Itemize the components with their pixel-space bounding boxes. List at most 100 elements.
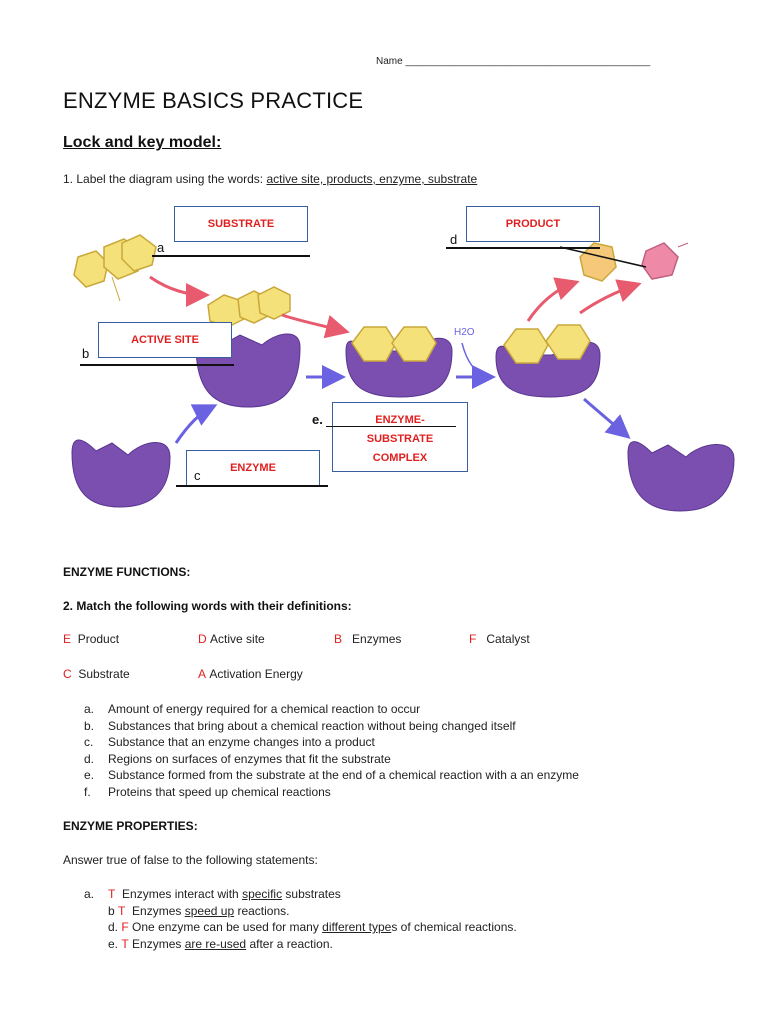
statement-post: reactions. — [234, 903, 290, 918]
lock-and-key-diagram: H2O — [71, 234, 735, 512]
statement-pre: Enzymes — [132, 936, 185, 951]
statement-answer[interactable]: T — [121, 936, 129, 951]
statement-pre: Enzymes — [132, 903, 185, 918]
statement-item: d. F One enzyme can be used for many dif… — [84, 919, 517, 936]
definition-item: f. Proteins that speed up chemical reacti… — [84, 784, 579, 801]
definition-item: e.Substance formed from the substrate at… — [84, 767, 579, 784]
statement-answer[interactable]: F — [121, 920, 129, 934]
section-subtitle: Lock and key model: — [63, 134, 222, 151]
statement-key: e. — [108, 936, 119, 951]
label-letter-c: c — [194, 468, 201, 483]
arrow-product-1 — [526, 277, 580, 322]
statement-post: substrates — [282, 887, 341, 901]
definition-key: d. — [84, 751, 95, 766]
statement-underlined: speed up — [184, 903, 235, 918]
properties-heading: ENZYME PROPERTIES: — [63, 819, 198, 833]
definition-key: b. — [84, 718, 95, 733]
label-letter-e: e. — [312, 412, 323, 427]
statement-item: e. T Enzymes are re-used after a reactio… — [84, 936, 517, 953]
properties-instruction: Answer true of false to the following st… — [63, 853, 318, 867]
statement-post: s of chemical reactions. — [391, 920, 517, 934]
definition-text: Substance that an enzyme changes into a … — [108, 735, 375, 749]
arrow-water — [461, 342, 490, 380]
substrate-molecule-approaching — [207, 286, 291, 328]
statement-answer[interactable]: T — [118, 903, 126, 918]
substrate-molecule-free — [73, 234, 157, 302]
enzyme-free-right — [627, 441, 735, 512]
statement-underlined: specific — [242, 887, 283, 901]
statement-key: a. — [84, 887, 95, 901]
question-2: 2. Match the following words with their … — [63, 599, 352, 613]
label-box-active-site[interactable]: ACTIVE SITE — [98, 322, 232, 358]
label-letter-b: b — [82, 346, 90, 361]
match-item-4: C Substrate — [63, 667, 130, 681]
statement-pre: One enzyme can be used for many — [132, 920, 323, 934]
definition-key: e. — [84, 768, 95, 782]
statement-key: d. — [108, 920, 119, 934]
statements-list: a. T Enzymes interact with specific subst… — [84, 886, 517, 952]
statement-post: after a reaction. — [246, 936, 333, 951]
products-forming-shape — [495, 324, 601, 398]
definition-text: Proteins that speed up chemical reaction… — [108, 784, 331, 799]
definition-item: a. Amount of energy required for a chemic… — [84, 701, 579, 718]
match-answer[interactable]: F — [469, 632, 477, 646]
definition-item: b.Substances that bring about a chemical… — [84, 718, 579, 735]
blank-line-c — [176, 485, 328, 487]
match-answer[interactable]: E — [63, 632, 72, 646]
water-label: H2O — [454, 327, 475, 338]
page-title: ENZYME BASICS PRACTICE — [63, 88, 364, 113]
arrow-substrate-to-enzyme — [149, 275, 210, 307]
definition-text: Amount of energy required for a chemical… — [108, 702, 421, 716]
label-box-product[interactable]: PRODUCT — [466, 206, 600, 242]
match-word: Substrate — [78, 667, 130, 681]
match-word: Enzymes — [352, 632, 402, 646]
definition-item: c. Substance that an enzyme changes into … — [84, 734, 579, 751]
blank-line-b — [80, 364, 234, 366]
label-box-enzyme[interactable]: ENZYME — [186, 450, 320, 486]
statement-key: b — [108, 903, 115, 918]
statement-item: b T Enzymes speed up reactions. — [84, 903, 517, 920]
product-molecules — [579, 242, 689, 282]
question-1-words: active site, products, enzyme, substrate — [266, 172, 478, 186]
product-label-pointer — [559, 246, 647, 268]
arrow-free-enzyme-up — [174, 404, 218, 444]
name-field[interactable]: Name ___________________________________… — [376, 56, 651, 67]
match-item-1: D Active site — [198, 632, 265, 646]
arrow-release-enzyme — [583, 397, 631, 439]
question-1-prefix: 1. Label the diagram using the words: — [63, 172, 267, 186]
definition-item: d. Regions on surfaces of enzymes that fi… — [84, 751, 579, 768]
match-answer[interactable]: A — [198, 667, 207, 681]
functions-heading: ENZYME FUNCTIONS: — [63, 565, 191, 579]
match-answer[interactable]: D — [198, 632, 207, 646]
complex-line-1: ENZYME- — [375, 414, 425, 426]
match-word: Activation Energy — [209, 667, 303, 681]
statement-pre: Enzymes interact with — [122, 887, 243, 901]
match-word: Product — [77, 632, 120, 646]
match-answer[interactable]: B — [334, 632, 343, 646]
complex-line-2: SUBSTRATE — [366, 433, 434, 445]
enzyme-free-left — [71, 439, 171, 508]
arrow-product-2 — [579, 279, 642, 315]
definition-key: f. — [84, 784, 91, 799]
definition-key: c. — [84, 735, 94, 749]
match-item-5: A Activation Energy — [198, 667, 303, 681]
blank-line-e — [326, 426, 456, 427]
blank-line-a — [152, 255, 310, 257]
label-box-enzyme-substrate-complex[interactable]: ENZYME- SUBSTRATE COMPLEX — [332, 402, 468, 472]
blank-line-d — [446, 247, 600, 249]
label-box-substrate[interactable]: SUBSTRATE — [174, 206, 308, 242]
label-letter-d: d — [450, 232, 458, 247]
definition-text: Regions on surfaces of enzymes that fit … — [108, 751, 391, 766]
match-item-3: F Catalyst — [469, 632, 530, 646]
match-answer[interactable]: C — [63, 667, 72, 681]
enzyme-substrate-complex-shape — [345, 326, 453, 398]
label-letter-a: a — [157, 240, 165, 255]
definitions-list: a. Amount of energy required for a chemic… — [84, 701, 579, 800]
arrow-to-complex — [281, 313, 350, 339]
match-word: Active site — [210, 632, 265, 646]
statement-underlined: different type — [322, 920, 392, 934]
statement-underlined: are re-used — [184, 936, 247, 951]
definition-key: a. — [84, 702, 95, 716]
question-1: 1. Label the diagram using the words: ac… — [63, 172, 477, 186]
statement-answer[interactable]: T — [108, 887, 116, 901]
